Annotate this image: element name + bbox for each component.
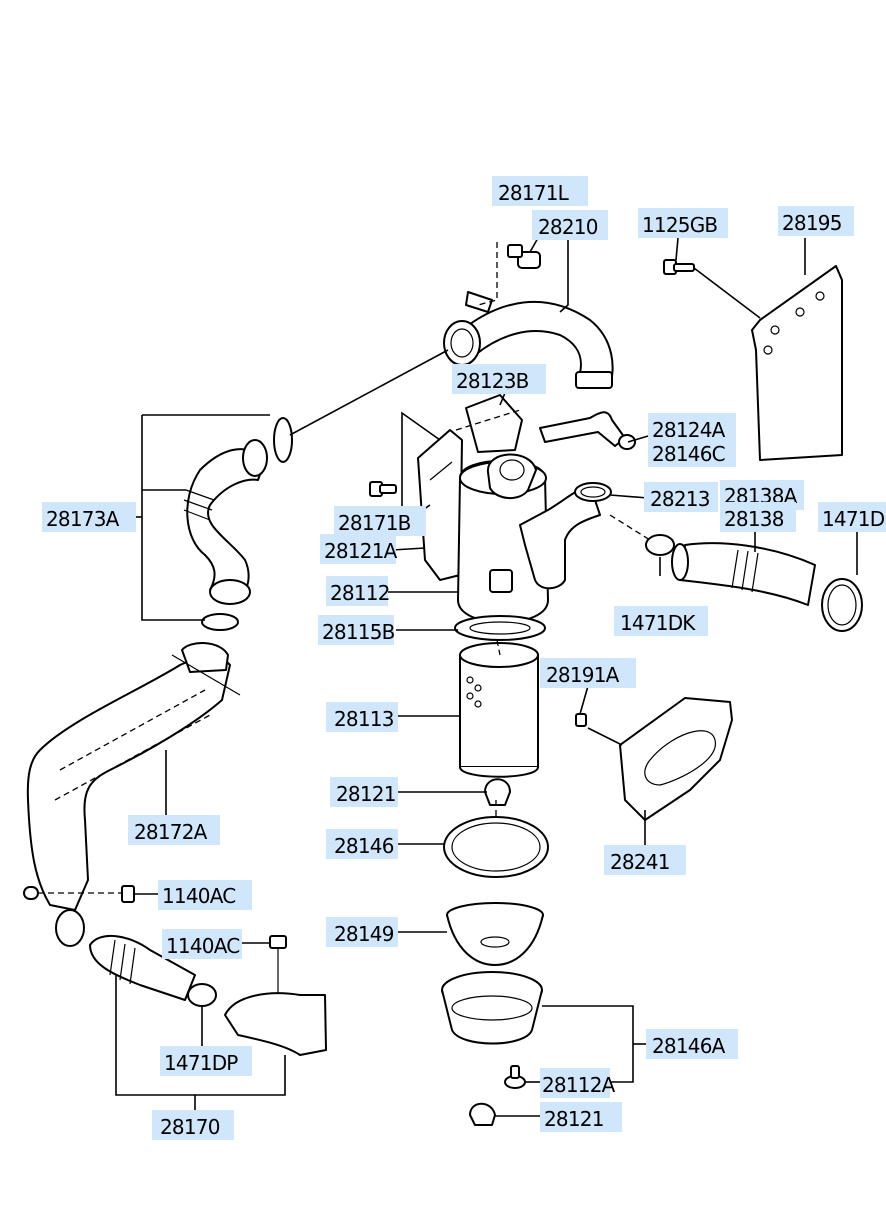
label-28241-text: 28241	[610, 850, 670, 874]
hose-28170-part	[55, 909, 327, 1056]
clip-28121-top-part	[484, 778, 511, 806]
label-1125GB: 1125GB	[638, 208, 728, 238]
label-28149: 28149	[326, 917, 398, 947]
clip-28121-bottom-part	[469, 1102, 496, 1126]
clamp-1471DN-part	[821, 578, 863, 632]
label-1471DK: 1471DK	[614, 606, 708, 636]
duct-28172A-part	[26, 642, 241, 911]
label-1471DN: 1471DN	[818, 502, 886, 532]
label-28173A-text: 28173A	[46, 507, 120, 531]
label-28146C-text: 28146C	[652, 442, 725, 466]
label-1140AC-2-text: 1140AC	[166, 934, 239, 958]
label-28191A: 28191A	[540, 658, 636, 688]
label-28113-text: 28113	[334, 707, 394, 731]
bowl-28146A-part	[441, 971, 543, 1045]
label-28172A-text: 28172A	[134, 820, 208, 844]
label-28171L: 28171L	[492, 176, 588, 206]
label-28171L-text: 28171L	[498, 181, 570, 205]
hose-28210-part	[443, 291, 614, 389]
bracket-28121A-part	[417, 429, 463, 581]
pipe-28124A-part	[539, 411, 636, 450]
label-28149-text: 28149	[334, 922, 394, 946]
label-28210: 28210	[532, 210, 608, 240]
knob-28112A-part	[504, 1065, 526, 1089]
label-28112-text: 28112	[330, 581, 390, 605]
label-1471DK-text: 1471DK	[620, 611, 696, 635]
bolt-1125GB-part	[663, 259, 695, 275]
label-28121-top-text: 28121	[336, 782, 396, 806]
label-28121-top: 28121	[330, 777, 398, 807]
clamp-28173A-top-part	[273, 417, 293, 463]
label-28146A: 28146A	[646, 1029, 738, 1059]
label-28213: 28213	[644, 482, 718, 512]
label-28195: 28195	[778, 206, 854, 236]
cup-28149-part	[446, 902, 544, 966]
label-28173A: 28173A	[42, 502, 136, 532]
label-28123B-text: 28123B	[456, 369, 529, 393]
bolt-28171L-part	[507, 244, 541, 269]
label-28171B-text: 28171B	[338, 511, 411, 535]
clamp-1471DK-part	[645, 534, 675, 556]
ring-28115B-part	[454, 615, 546, 641]
label-28172A: 28172A	[128, 815, 220, 845]
label-28112: 28112	[326, 576, 390, 606]
oring-28146-part	[443, 816, 549, 878]
label-28170-text: 28170	[160, 1115, 220, 1139]
hose-28213-part	[574, 482, 612, 502]
housing-28112-part	[457, 453, 601, 624]
clamp-1471DP-part	[187, 983, 217, 1007]
label-28112A: 28112A	[540, 1068, 616, 1098]
bolt-1140AC-2-part	[269, 935, 287, 1000]
label-1471DN-text: 1471DN	[822, 507, 886, 531]
label-1471DP-text: 1471DP	[164, 1051, 238, 1075]
label-28171B: 28171B	[334, 506, 426, 536]
cap-28123B-part	[465, 394, 523, 453]
label-28146: 28146	[326, 829, 398, 859]
label-1471DP: 1471DP	[160, 1046, 252, 1076]
label-1140AC-1: 1140AC	[158, 880, 252, 910]
label-28121-bottom-text: 28121	[544, 1107, 604, 1131]
label-28113: 28113	[326, 702, 398, 732]
label-28138-text: 28138	[724, 507, 784, 531]
label-28121-bottom: 28121	[540, 1102, 622, 1132]
label-28195-text: 28195	[782, 211, 842, 235]
hose-28138-part	[671, 542, 816, 606]
label-28121A-text: 28121A	[324, 539, 398, 563]
label-28241: 28241	[604, 845, 686, 875]
label-28191A-text: 28191A	[546, 663, 620, 687]
label-28115B: 28115B	[318, 615, 395, 645]
label-28170: 28170	[152, 1110, 234, 1140]
label-28138: 28138	[720, 502, 796, 532]
clamp-28173A-bottom-part	[201, 613, 239, 631]
label-28146C: 28146C	[648, 437, 736, 467]
label-28123B: 28123B	[452, 364, 546, 394]
filter-28113-part	[459, 642, 539, 778]
label-28112A-text: 28112A	[542, 1073, 616, 1097]
gasket-28241-part	[619, 697, 733, 821]
label-1140AC-1-text: 1140AC	[162, 884, 235, 908]
label-28146A-text: 28146A	[652, 1034, 726, 1058]
bolt-28191A-part	[575, 713, 587, 727]
label-1125GB-text: 1125GB	[642, 213, 717, 237]
label-28210-text: 28210	[538, 215, 598, 239]
label-1140AC-2: 1140AC	[162, 929, 242, 959]
label-28213-text: 28213	[650, 487, 710, 511]
label-28121A: 28121A	[320, 534, 398, 564]
hose-28173A-part	[183, 439, 268, 605]
label-28146-text: 28146	[334, 834, 394, 858]
bolt-28171B-part	[369, 481, 397, 497]
label-28115B-text: 28115B	[322, 620, 395, 644]
plate-28195-part	[751, 265, 843, 461]
